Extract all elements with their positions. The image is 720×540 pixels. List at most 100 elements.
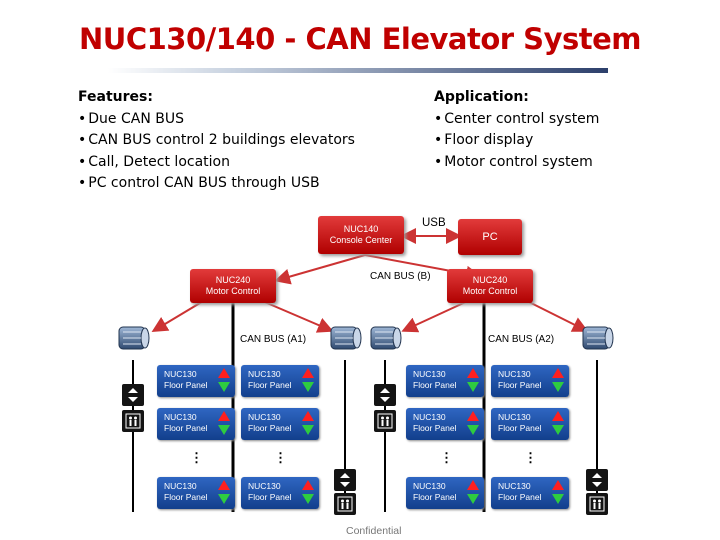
up-arrow-icon	[302, 368, 314, 378]
console-center-line2: Console Center	[329, 235, 393, 245]
floor-panel: NUC130 Floor Panel	[241, 408, 319, 440]
floor-panel: NUC130 Floor Panel	[241, 365, 319, 397]
floor-panel-line1: NUC130	[248, 481, 281, 491]
title-underline	[108, 68, 608, 73]
elevator-people-icon	[122, 410, 144, 432]
floor-panel-line1: NUC130	[164, 369, 197, 379]
motor-arrow	[401, 299, 471, 333]
down-arrow-icon	[552, 382, 564, 392]
down-arrow-icon	[302, 425, 314, 435]
floor-panel: NUC130 Floor Panel	[157, 365, 235, 397]
floor-panel-line2: Floor Panel	[248, 491, 292, 502]
floor-panel-line1: NUC130	[498, 369, 531, 379]
page-title: NUC130/140 - CAN Elevator System	[79, 22, 641, 56]
features-item: Due CAN BUS	[78, 109, 355, 131]
ellipsis: ⋮	[440, 450, 453, 465]
up-arrow-icon	[218, 411, 230, 421]
can-bus-a1-label: CAN BUS (A1)	[240, 334, 307, 345]
floor-panel-line2: Floor Panel	[413, 422, 457, 433]
elevator-call-icon	[334, 469, 356, 491]
down-arrow-icon	[218, 494, 230, 504]
floor-panel-line2: Floor Panel	[413, 379, 457, 390]
console-center-box: NUC140 Console Center	[318, 216, 404, 254]
down-arrow-icon	[552, 425, 564, 435]
elevator-call-icon	[374, 384, 396, 406]
application-item: Center control system	[434, 109, 599, 131]
motor-control-line1: NUC240	[215, 275, 251, 285]
floor-panel-line2: Floor Panel	[248, 422, 292, 433]
elevator-people-icon	[374, 410, 396, 432]
motor-icon	[330, 326, 362, 350]
up-arrow-icon	[218, 480, 230, 490]
motor-control-line1: NUC240	[472, 275, 508, 285]
floor-panel: NUC130 Floor Panel	[406, 365, 484, 397]
floor-panel: NUC130 Floor Panel	[157, 477, 235, 509]
floor-panel-line1: NUC130	[248, 412, 281, 422]
floor-panel: NUC130 Floor Panel	[406, 477, 484, 509]
up-arrow-icon	[467, 480, 479, 490]
motor-icon	[118, 326, 150, 350]
motor-icon	[370, 326, 402, 350]
confidential-footer: Confidential	[346, 525, 402, 537]
floor-panel: NUC130 Floor Panel	[491, 477, 569, 509]
motor-arrow	[259, 299, 334, 333]
elevator-call-icon	[586, 469, 608, 491]
floor-panel-line2: Floor Panel	[164, 491, 208, 502]
pc-box: PC	[458, 219, 522, 255]
floor-panel-line2: Floor Panel	[498, 491, 542, 502]
motor-icon	[582, 326, 614, 350]
pc-label: PC	[482, 230, 498, 243]
features-heading: Features:	[78, 89, 153, 105]
floor-panel-line1: NUC130	[498, 481, 531, 491]
floor-panel: NUC130 Floor Panel	[406, 408, 484, 440]
up-arrow-icon	[467, 411, 479, 421]
floor-panel-line2: Floor Panel	[413, 491, 457, 502]
motor-control-line2: Motor Control	[205, 286, 261, 296]
elevator-people-icon	[334, 493, 356, 515]
elevator-people-icon	[586, 493, 608, 515]
application-item: Floor display	[434, 130, 599, 152]
floor-panel-line1: NUC130	[164, 412, 197, 422]
features-list: Features: Due CAN BUS CAN BUS control 2 …	[78, 87, 355, 195]
up-arrow-icon	[552, 480, 564, 490]
application-item: Motor control system	[434, 152, 599, 174]
floor-panel-line2: Floor Panel	[164, 422, 208, 433]
features-item: CAN BUS control 2 buildings elevators	[78, 130, 355, 152]
floor-panel-line1: NUC130	[413, 412, 446, 422]
down-arrow-icon	[218, 382, 230, 392]
up-arrow-icon	[552, 368, 564, 378]
motor-control-left-box: NUC240 Motor Control	[190, 269, 276, 303]
application-list: Application: Center control system Floor…	[434, 87, 599, 173]
up-arrow-icon	[218, 368, 230, 378]
floor-panel: NUC130 Floor Panel	[491, 408, 569, 440]
up-arrow-icon	[552, 411, 564, 421]
down-arrow-icon	[467, 494, 479, 504]
down-arrow-icon	[302, 382, 314, 392]
can-bus-b-arrow	[274, 254, 366, 285]
floor-panel-line1: NUC130	[248, 369, 281, 379]
down-arrow-icon	[552, 494, 564, 504]
motor-arrow	[524, 299, 589, 332]
down-arrow-icon	[467, 425, 479, 435]
features-item: Call, Detect location	[78, 152, 355, 174]
ellipsis: ⋮	[274, 450, 287, 465]
up-arrow-icon	[467, 368, 479, 378]
down-arrow-icon	[218, 425, 230, 435]
features-item: PC control CAN BUS through USB	[78, 173, 355, 195]
floor-panel: NUC130 Floor Panel	[491, 365, 569, 397]
motor-arrow	[151, 299, 206, 333]
motor-control-line2: Motor Control	[462, 286, 518, 296]
floor-panel-line2: Floor Panel	[248, 379, 292, 390]
up-arrow-icon	[302, 411, 314, 421]
can-bus-a2-label: CAN BUS (A2)	[488, 334, 555, 345]
elevator-call-icon	[122, 384, 144, 406]
down-arrow-icon	[467, 382, 479, 392]
usb-label: USB	[422, 217, 446, 229]
floor-panel-line1: NUC130	[413, 369, 446, 379]
floor-panel: NUC130 Floor Panel	[241, 477, 319, 509]
ellipsis: ⋮	[190, 450, 203, 465]
floor-panel-line1: NUC130	[413, 481, 446, 491]
motor-control-right-box: NUC240 Motor Control	[447, 269, 533, 303]
